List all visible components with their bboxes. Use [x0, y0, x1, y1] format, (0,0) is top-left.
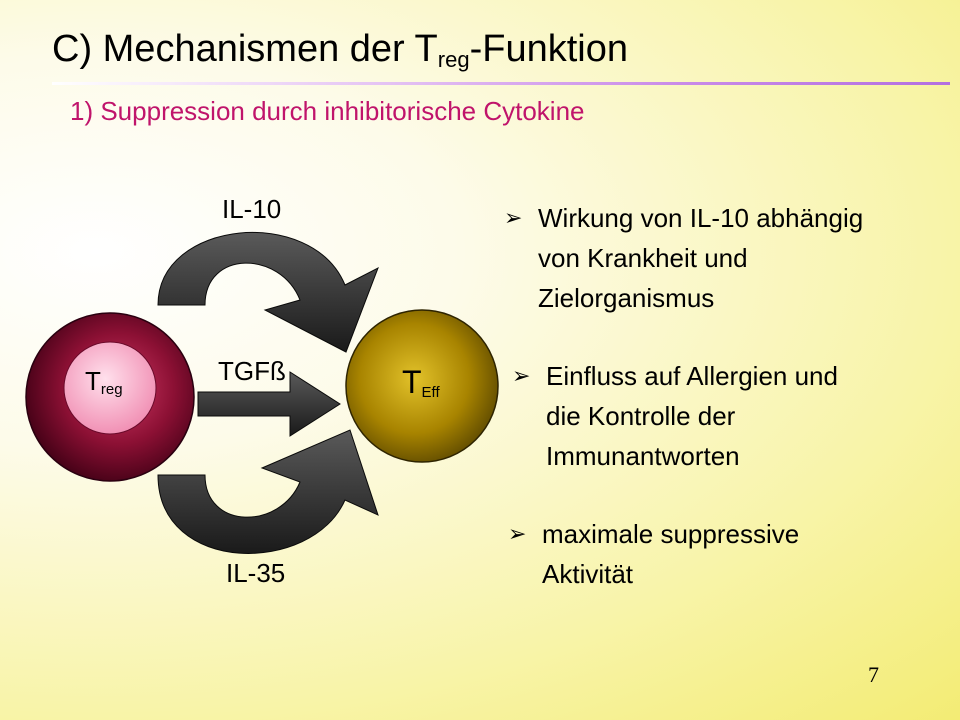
- slide-title: C) Mechanismen der Treg-Funktion: [52, 28, 628, 72]
- arrowhead-bullet-icon: ➢: [512, 363, 531, 388]
- il35-arrow: [157, 429, 379, 554]
- tgfb-label: TGFß: [218, 356, 286, 386]
- title-divider: [52, 82, 950, 85]
- teff-label: TEff: [402, 364, 440, 401]
- il10-arrow: [157, 232, 379, 353]
- bullet-il10-dependency: ➢ Wirkung von IL-10 abhängig von Krankhe…: [504, 198, 863, 318]
- il35-label: IL-35: [226, 558, 286, 588]
- slide-subtitle: 1) Suppression durch inhibitorische Cyto…: [70, 96, 585, 126]
- arrowhead-bullet-icon: ➢: [508, 521, 527, 546]
- arrowhead-bullet-icon: ➢: [504, 205, 523, 230]
- bullet-max-activity: ➢ maximale suppressive Aktivität: [508, 514, 799, 594]
- il10-label: IL-10: [222, 194, 282, 224]
- tgfb-arrow: [197, 371, 341, 437]
- treg-label: Treg: [85, 366, 123, 398]
- page-number: 7: [868, 662, 879, 687]
- treg-nucleus: [63, 341, 157, 435]
- teff-cell: [345, 309, 499, 463]
- bullet-allergy-influence: ➢ Einfluss auf Allergien und die Kontrol…: [512, 356, 838, 476]
